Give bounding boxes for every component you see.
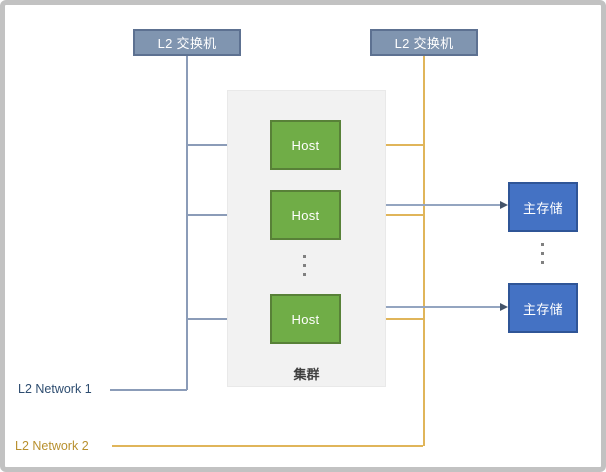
ellipsis-dot	[541, 261, 544, 264]
storage2-arrow-line	[386, 306, 500, 308]
network2-label: L2 Network 2	[15, 439, 89, 453]
primary-storage-2-label: 主存储	[523, 301, 563, 317]
cluster-label: 集群	[293, 367, 320, 382]
network1-label-lead-line	[110, 389, 187, 391]
storage1-arrow-line	[386, 204, 500, 206]
l2-switch-node-2: L2 交换机	[370, 29, 478, 56]
l2-switch-1-label: L2 交换机	[157, 36, 217, 51]
primary-storage-1-label: 主存储	[523, 200, 563, 216]
ellipsis-dot	[303, 264, 306, 267]
host-node-1: Host	[270, 120, 341, 170]
storages-vertical-ellipsis-icon	[541, 243, 544, 264]
host-node-3: Host	[270, 294, 341, 344]
l2-switch-2-label: L2 交换机	[394, 36, 454, 51]
storage2-arrowhead-icon	[500, 303, 508, 311]
ellipsis-dot	[303, 273, 306, 276]
hosts-vertical-ellipsis-icon	[303, 255, 306, 276]
network2-trunk-line	[423, 56, 425, 446]
storage1-arrowhead-icon	[500, 201, 508, 209]
ellipsis-dot	[303, 255, 306, 258]
network2-label-lead-line	[112, 445, 423, 447]
primary-storage-node-1: 主存储	[508, 182, 578, 232]
ellipsis-dot	[541, 252, 544, 255]
host-3-label: Host	[291, 311, 320, 327]
host-node-2: Host	[270, 190, 341, 240]
host-1-label: Host	[291, 137, 320, 153]
host-2-label: Host	[291, 207, 320, 223]
network1-trunk-line	[186, 56, 188, 390]
network1-label: L2 Network 1	[18, 382, 92, 396]
primary-storage-node-2: 主存储	[508, 283, 578, 333]
l2-switch-node-1: L2 交换机	[133, 29, 241, 56]
ellipsis-dot	[541, 243, 544, 246]
